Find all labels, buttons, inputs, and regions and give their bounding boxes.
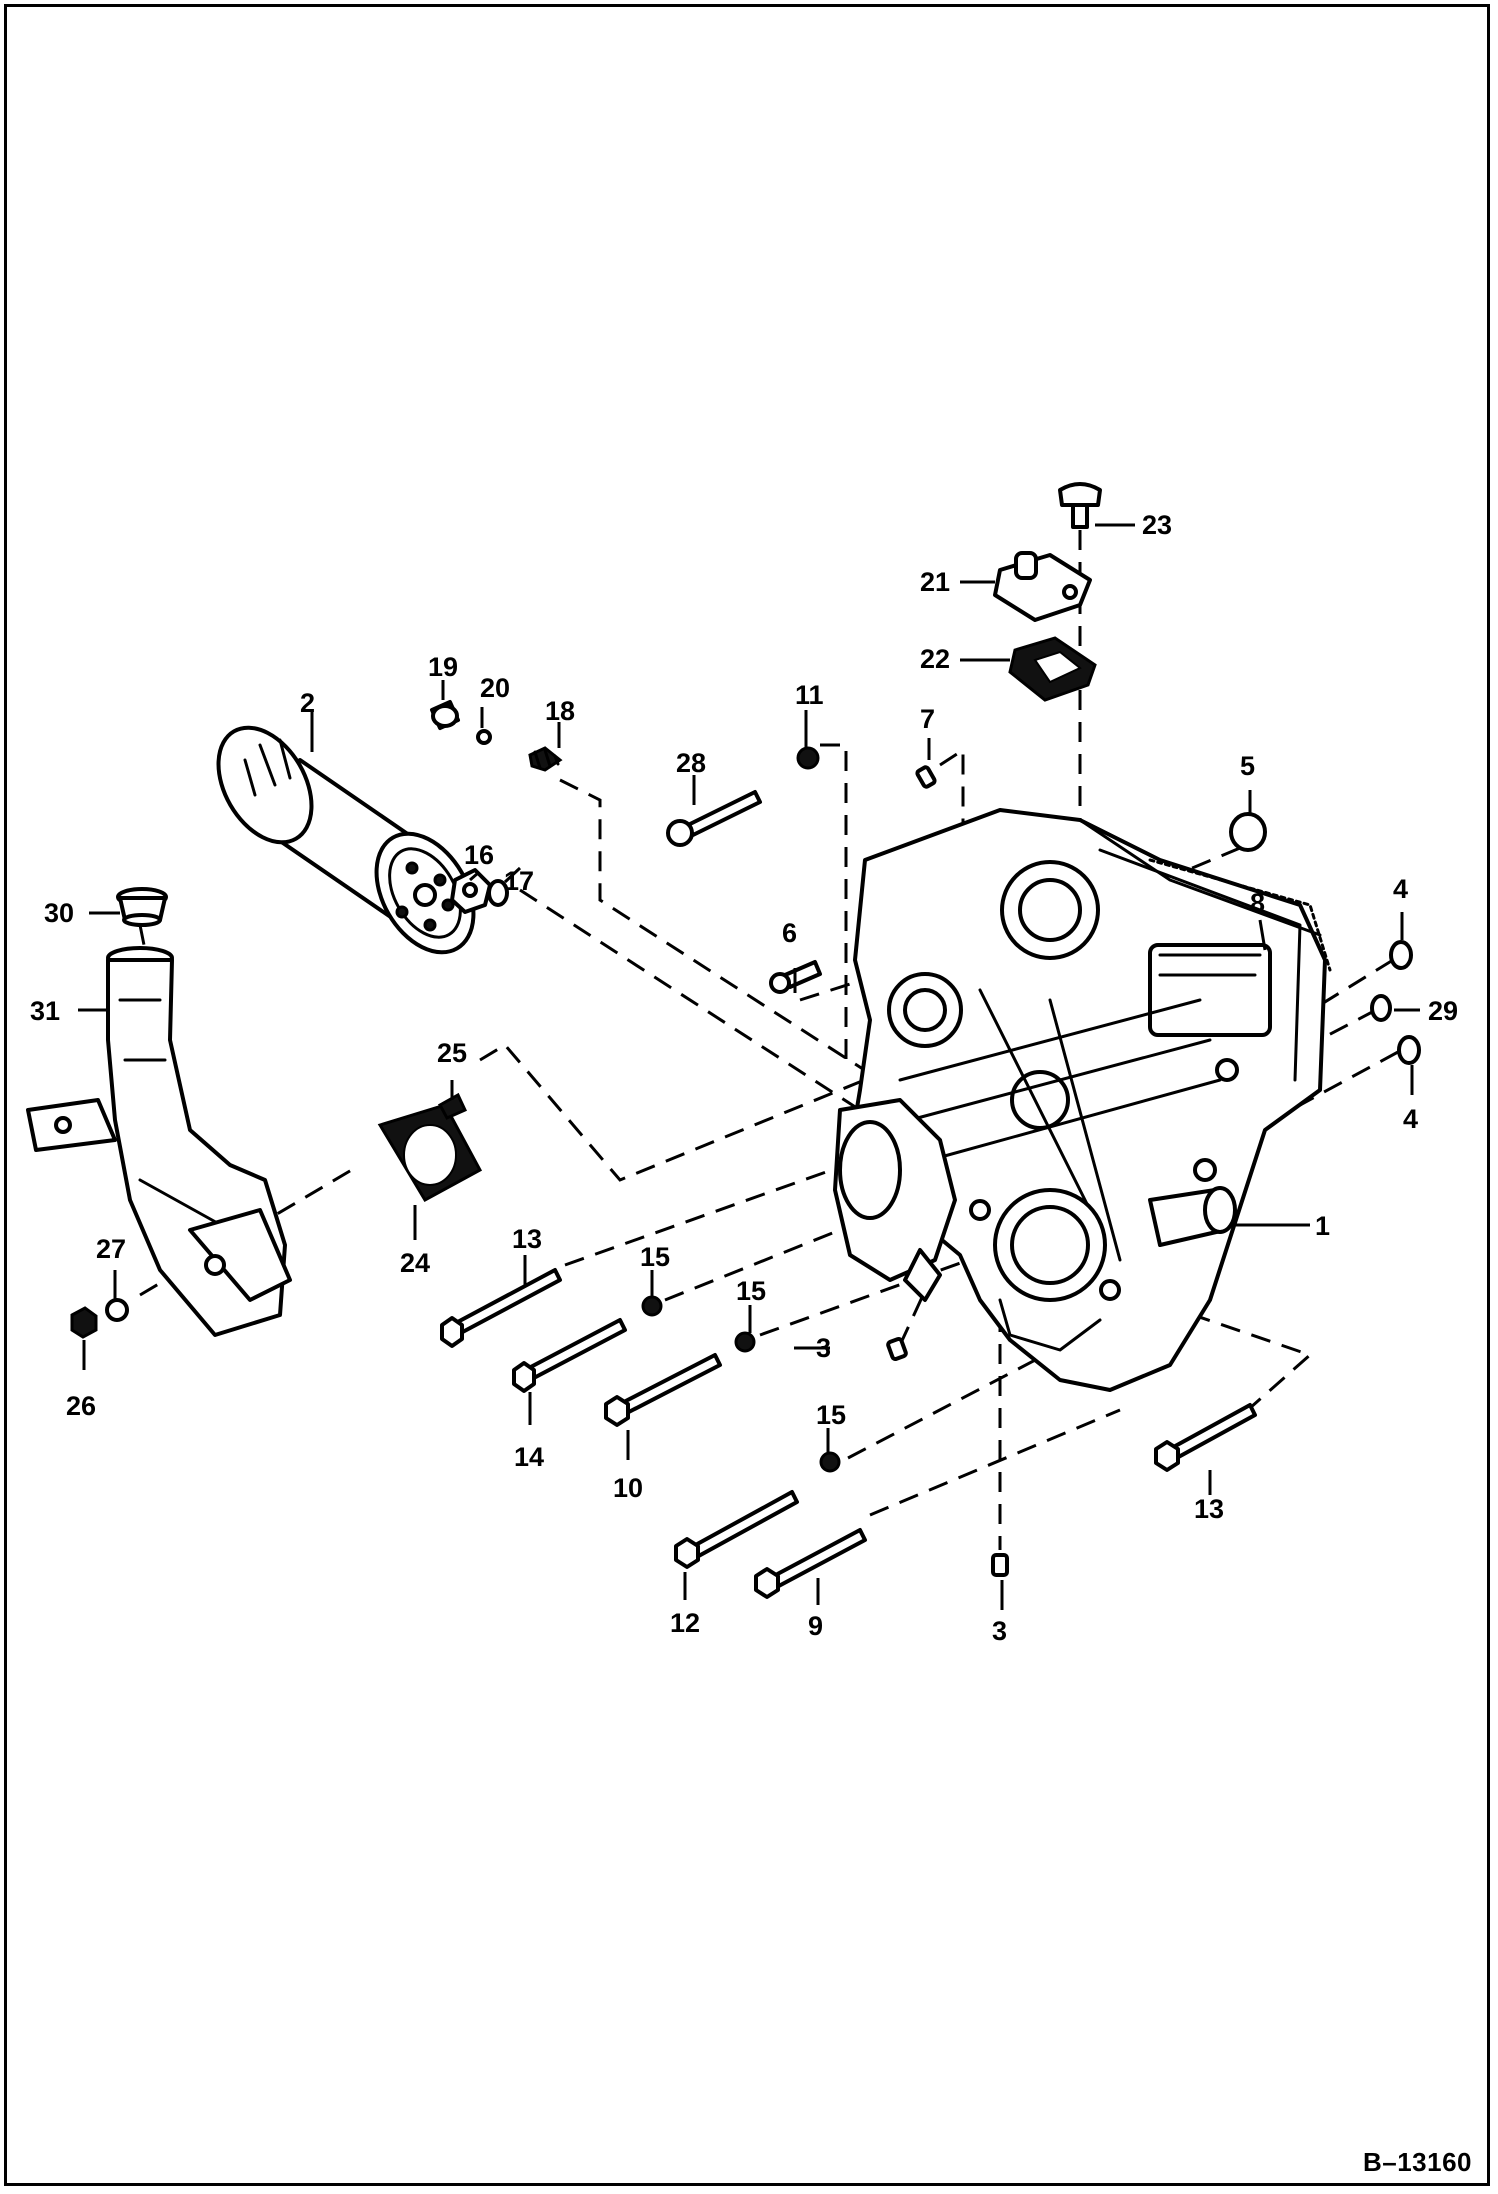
assembly-line-11 — [820, 743, 848, 1070]
callout-26: 26 — [66, 1391, 96, 1421]
callout-15-c: 15 — [816, 1400, 846, 1430]
part-27-washer — [105, 1298, 129, 1322]
assembly-line-7 — [939, 747, 965, 840]
callout-31: 31 — [30, 996, 60, 1026]
part-3-dowel-bottom — [991, 1553, 1009, 1577]
drawing-number: B–13160 — [1362, 2147, 1472, 2177]
water-pump-housing — [833, 1098, 957, 1302]
callout-13-left: 13 — [512, 1224, 542, 1254]
callout-13-right: 13 — [1194, 1494, 1224, 1524]
part-4-o-ring-bottom — [1397, 1035, 1421, 1065]
callout-20: 20 — [480, 673, 510, 703]
part-16-fitting — [450, 868, 492, 914]
callout-2: 2 — [300, 688, 315, 718]
callout-19: 19 — [428, 652, 458, 682]
part-8-gasket-edge — [1148, 858, 1332, 972]
part-8-gear-case — [848, 808, 1327, 1392]
assembly-line-4-bottom — [1299, 1050, 1399, 1107]
part-13-bolt-right — [1154, 1403, 1257, 1472]
part-15-washer-c — [819, 1451, 841, 1473]
callout-18: 18 — [545, 696, 575, 726]
part-7-dowel-pin — [915, 765, 937, 789]
part-1-outlet-pipe — [1148, 1186, 1237, 1247]
callout-3-upper: 3 — [816, 1333, 831, 1363]
callout-24: 24 — [400, 1248, 430, 1278]
part-18-spring — [528, 746, 563, 772]
part-28-stud — [666, 790, 762, 847]
part-5-o-ring — [1229, 812, 1267, 852]
callout-labels: 1 2 3 3 4 4 5 6 7 8 9 10 11 12 13 13 14 … — [30, 510, 1458, 1646]
part-17-o-ring — [487, 879, 509, 907]
part-12-bolt — [674, 1490, 799, 1569]
assembly-line-18 — [559, 778, 881, 1082]
part-20-ball — [476, 729, 492, 745]
callout-3-lower: 3 — [992, 1616, 1007, 1646]
assembly-line-9 — [869, 1408, 1121, 1517]
callout-1: 1 — [1315, 1211, 1330, 1241]
part-31-filler-tube — [26, 946, 292, 1337]
assembly-line-3-top — [898, 1279, 932, 1346]
callout-21: 21 — [920, 567, 950, 597]
part-23-bolt — [1058, 482, 1102, 529]
callout-25: 25 — [437, 1038, 467, 1068]
callout-5: 5 — [1240, 751, 1255, 781]
part-21-cover-plate — [993, 551, 1092, 622]
part-3-dowel-top — [886, 1336, 908, 1362]
part-26-nut — [70, 1306, 98, 1339]
part-13-bolt-left — [440, 1268, 562, 1348]
part-11-nut — [796, 746, 820, 770]
callout-6: 6 — [782, 918, 797, 948]
leader-lines — [78, 523, 1420, 1610]
part-22-gasket — [1008, 636, 1097, 702]
callout-27: 27 — [96, 1234, 126, 1264]
part-30-filler-cap — [116, 887, 168, 927]
part-14-bolt — [512, 1318, 627, 1393]
callout-15-b: 15 — [736, 1276, 766, 1306]
part-24-gasket — [377, 1103, 483, 1203]
callout-10: 10 — [613, 1473, 643, 1503]
assembly-line-4-top — [1319, 958, 1394, 1007]
callout-11: 11 — [795, 680, 824, 710]
callout-30: 30 — [44, 898, 74, 928]
part-29-o-ring — [1370, 994, 1392, 1022]
part-19-valve — [430, 700, 460, 730]
part-15-washer-b — [734, 1331, 756, 1353]
callout-4-lower: 4 — [1403, 1104, 1418, 1134]
callout-16: 16 — [464, 840, 494, 870]
part-4-o-ring-top — [1389, 940, 1413, 970]
part-10-bolt — [604, 1353, 722, 1427]
assembly-line-5 — [1139, 846, 1241, 892]
callout-15-a: 15 — [640, 1242, 670, 1272]
part-9-bolt — [754, 1528, 867, 1599]
callout-14: 14 — [514, 1442, 544, 1472]
callout-9: 9 — [808, 1611, 823, 1641]
callout-23: 23 — [1142, 510, 1172, 540]
part-15-washer-a — [641, 1295, 663, 1317]
callout-7: 7 — [920, 704, 935, 734]
callout-22: 22 — [920, 644, 950, 674]
callout-8: 8 — [1250, 888, 1265, 918]
callout-4-upper: 4 — [1393, 874, 1408, 904]
assembly-line-17 — [519, 888, 861, 1112]
part-2-oil-filter — [216, 725, 476, 955]
assembly-line-25 — [479, 998, 1061, 1182]
callout-12: 12 — [670, 1608, 700, 1638]
callout-28: 28 — [676, 748, 706, 778]
callout-29: 29 — [1428, 996, 1458, 1026]
page-border — [4, 4, 1490, 2186]
callout-17: 17 — [504, 866, 534, 896]
